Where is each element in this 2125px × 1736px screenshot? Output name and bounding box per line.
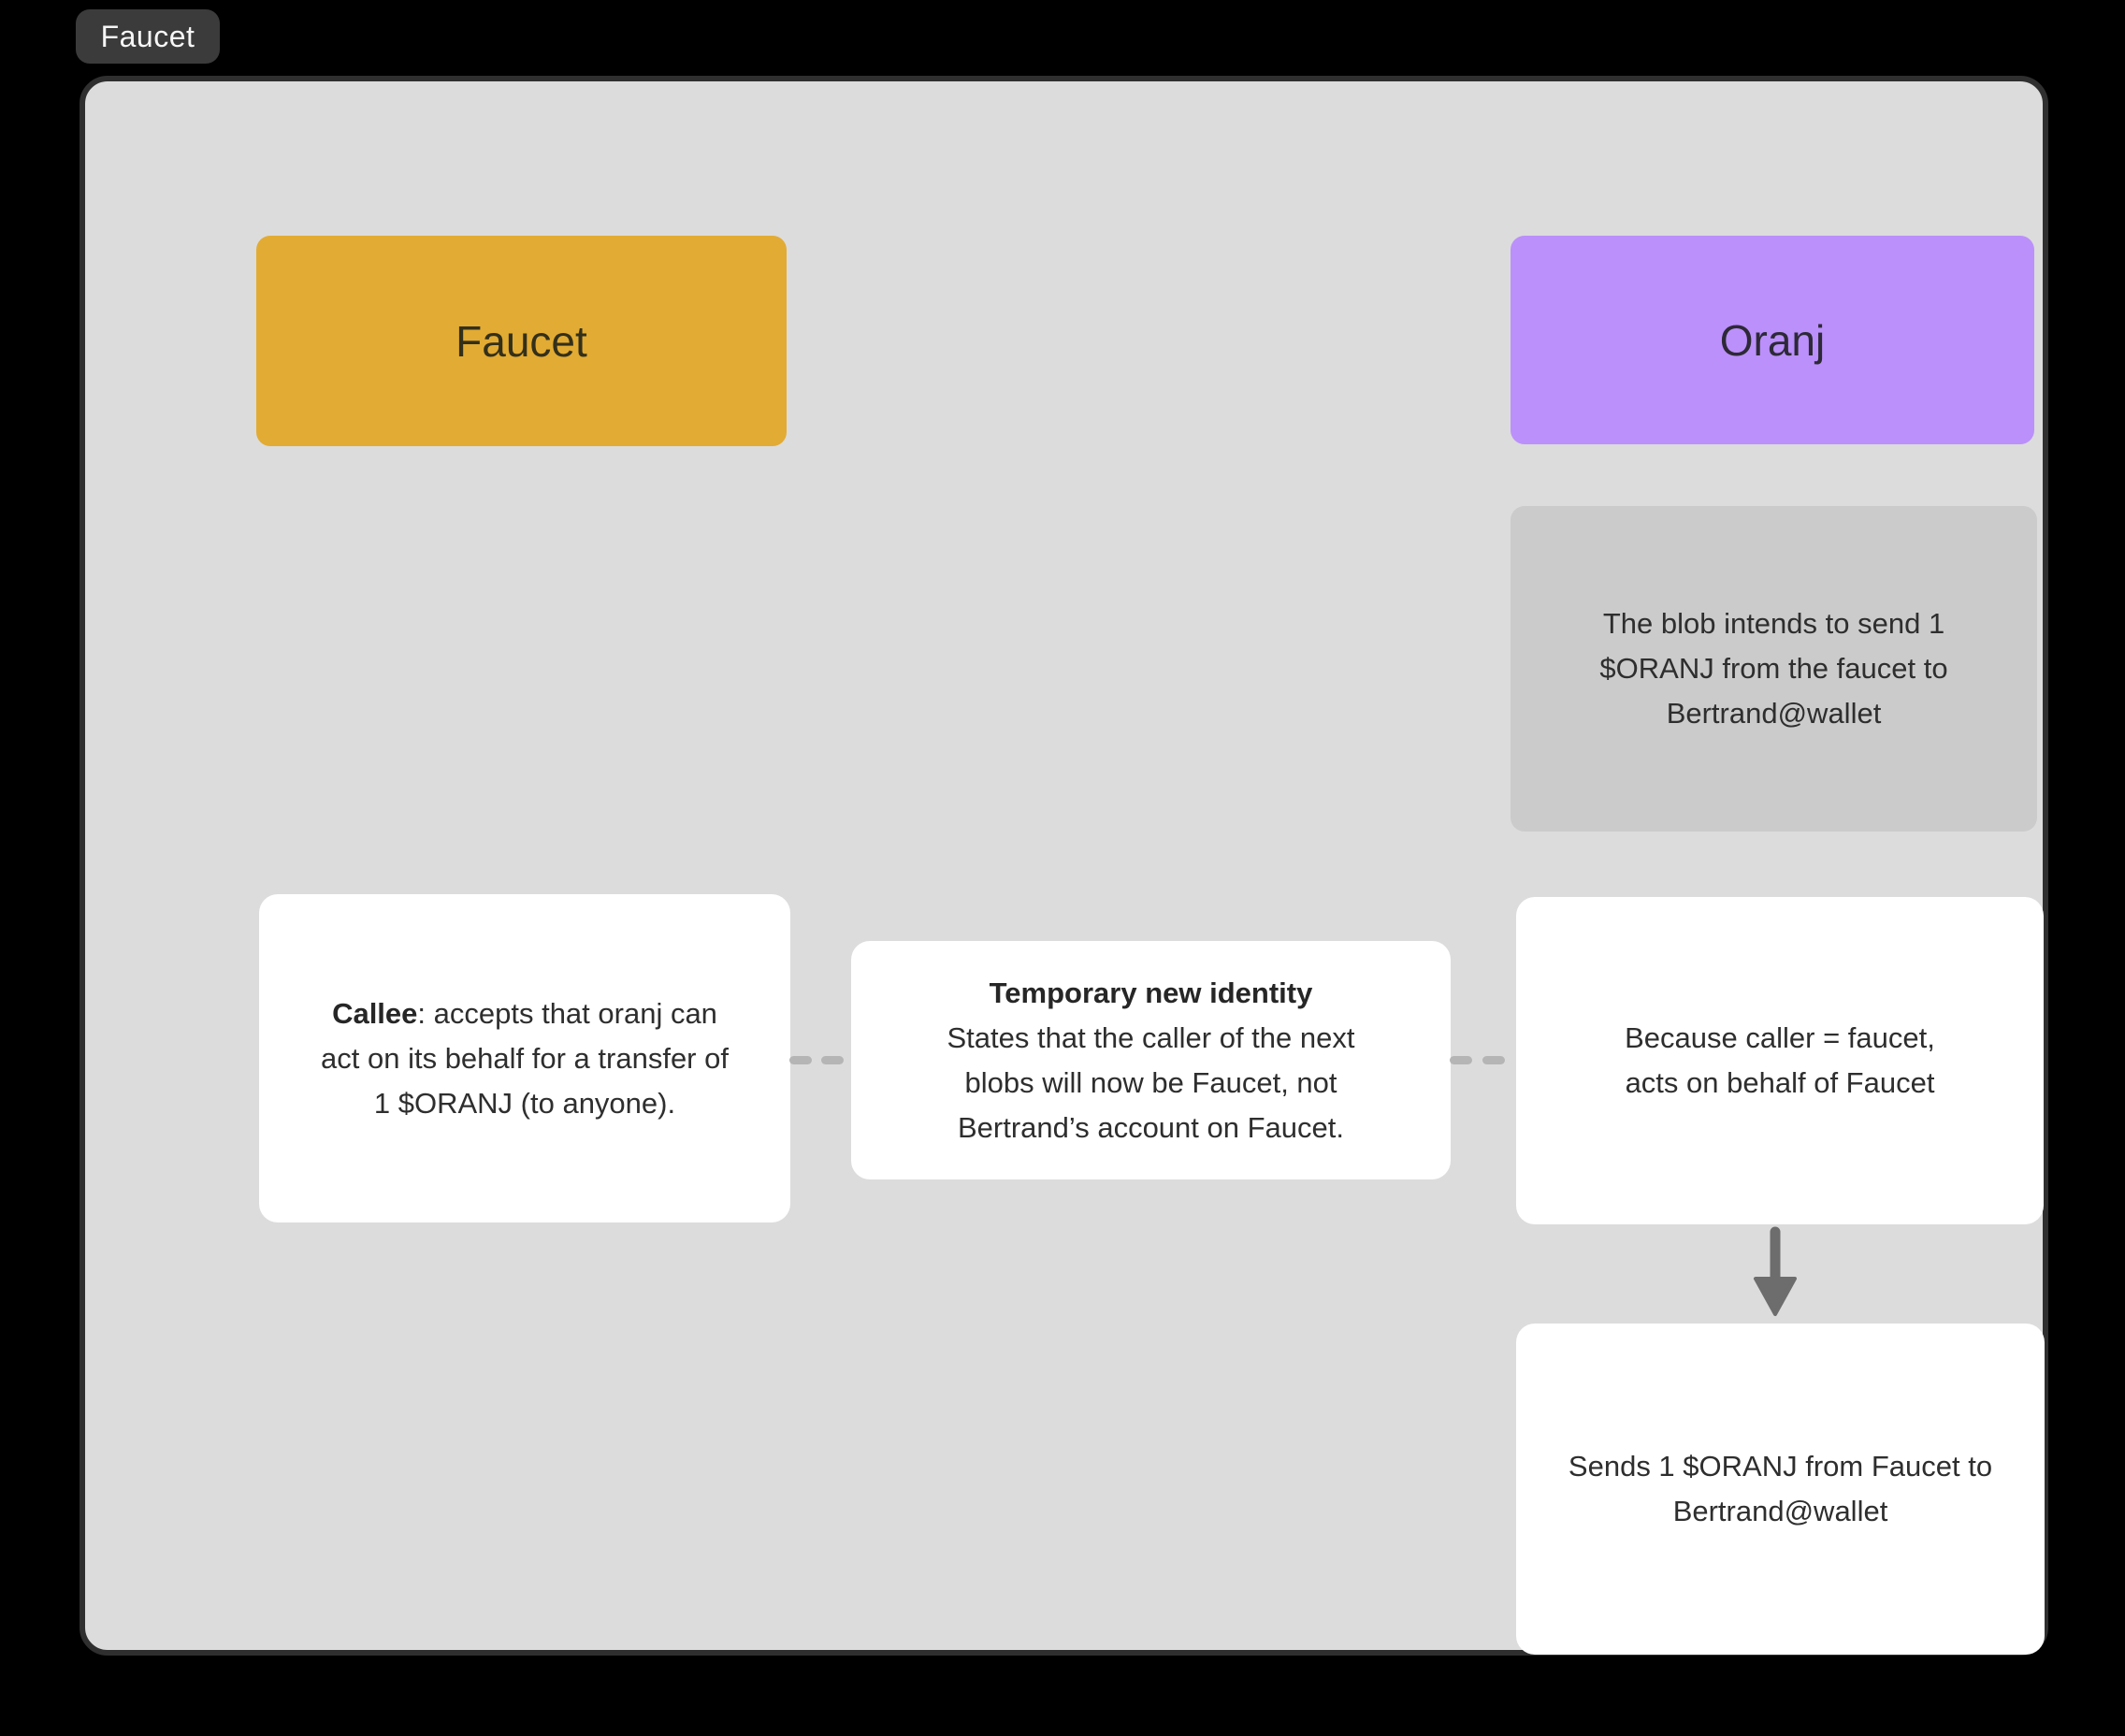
dashed-connector-left-segment[interactable] (821, 1056, 844, 1064)
note-temporary-identity-line1: States that the caller of the next (947, 1020, 1355, 1054)
note-temporary-identity[interactable]: Temporary new identity States that the c… (851, 941, 1451, 1179)
note-sends-line2: Bertrand@wallet (1672, 1495, 1888, 1527)
dashed-connector-right-segment[interactable] (1450, 1056, 1472, 1064)
note-sends[interactable]: Sends 1 $ORANJ from Faucet to Bertrand@w… (1516, 1324, 2045, 1655)
note-because-caller-line2: acts on behalf of Faucet (1625, 1066, 1935, 1099)
frame-tab-label: Faucet (100, 19, 195, 53)
note-callee-line1-rest: : accepts that oranj can (417, 996, 717, 1030)
note-temporary-identity-line2: blobs will now be Faucet, not (964, 1065, 1337, 1099)
note-callee-lead: Callee (332, 996, 418, 1030)
node-faucet[interactable]: Faucet (256, 236, 787, 446)
node-oranj[interactable]: Oranj (1511, 236, 2034, 444)
note-because-caller-line1: Because caller = faucet, (1625, 1021, 1935, 1054)
note-sends-line1: Sends 1 $ORANJ from Faucet to (1568, 1450, 1993, 1483)
down-arrow[interactable] (1747, 1225, 1803, 1319)
note-blob-intent[interactable]: The blob intends to send 1 $ORANJ from t… (1511, 506, 2037, 832)
note-blob-intent-line1: The blob intends to send 1 (1602, 607, 1945, 640)
dashed-connector-left-segment[interactable] (789, 1056, 812, 1064)
frame-canvas[interactable]: Faucet Oranj The blob intends to send 1 … (80, 76, 2048, 1656)
note-callee-line3: 1 $ORANJ (to anyone). (373, 1086, 676, 1120)
note-blob-intent-line3: Bertrand@wallet (1666, 697, 1882, 730)
node-oranj-label: Oranj (1719, 315, 1826, 365)
node-faucet-label: Faucet (455, 316, 587, 366)
note-temporary-identity-line3: Bertrand’s account on Faucet. (957, 1110, 1344, 1144)
frame-tab-faucet[interactable]: Faucet (76, 9, 220, 64)
note-callee-line1: Callee: accepts that oranj can (332, 991, 717, 1036)
note-temporary-identity-title: Temporary new identity (989, 976, 1313, 1009)
note-callee-line2: act on its behalf for a transfer of (321, 1041, 729, 1075)
dashed-connector-right-segment[interactable] (1482, 1056, 1505, 1064)
note-because-caller[interactable]: Because caller = faucet, acts on behalf … (1516, 897, 2044, 1224)
note-callee[interactable]: Callee: accepts that oranj can act on it… (259, 894, 790, 1222)
note-blob-intent-line2: $ORANJ from the faucet to (1599, 652, 1948, 685)
